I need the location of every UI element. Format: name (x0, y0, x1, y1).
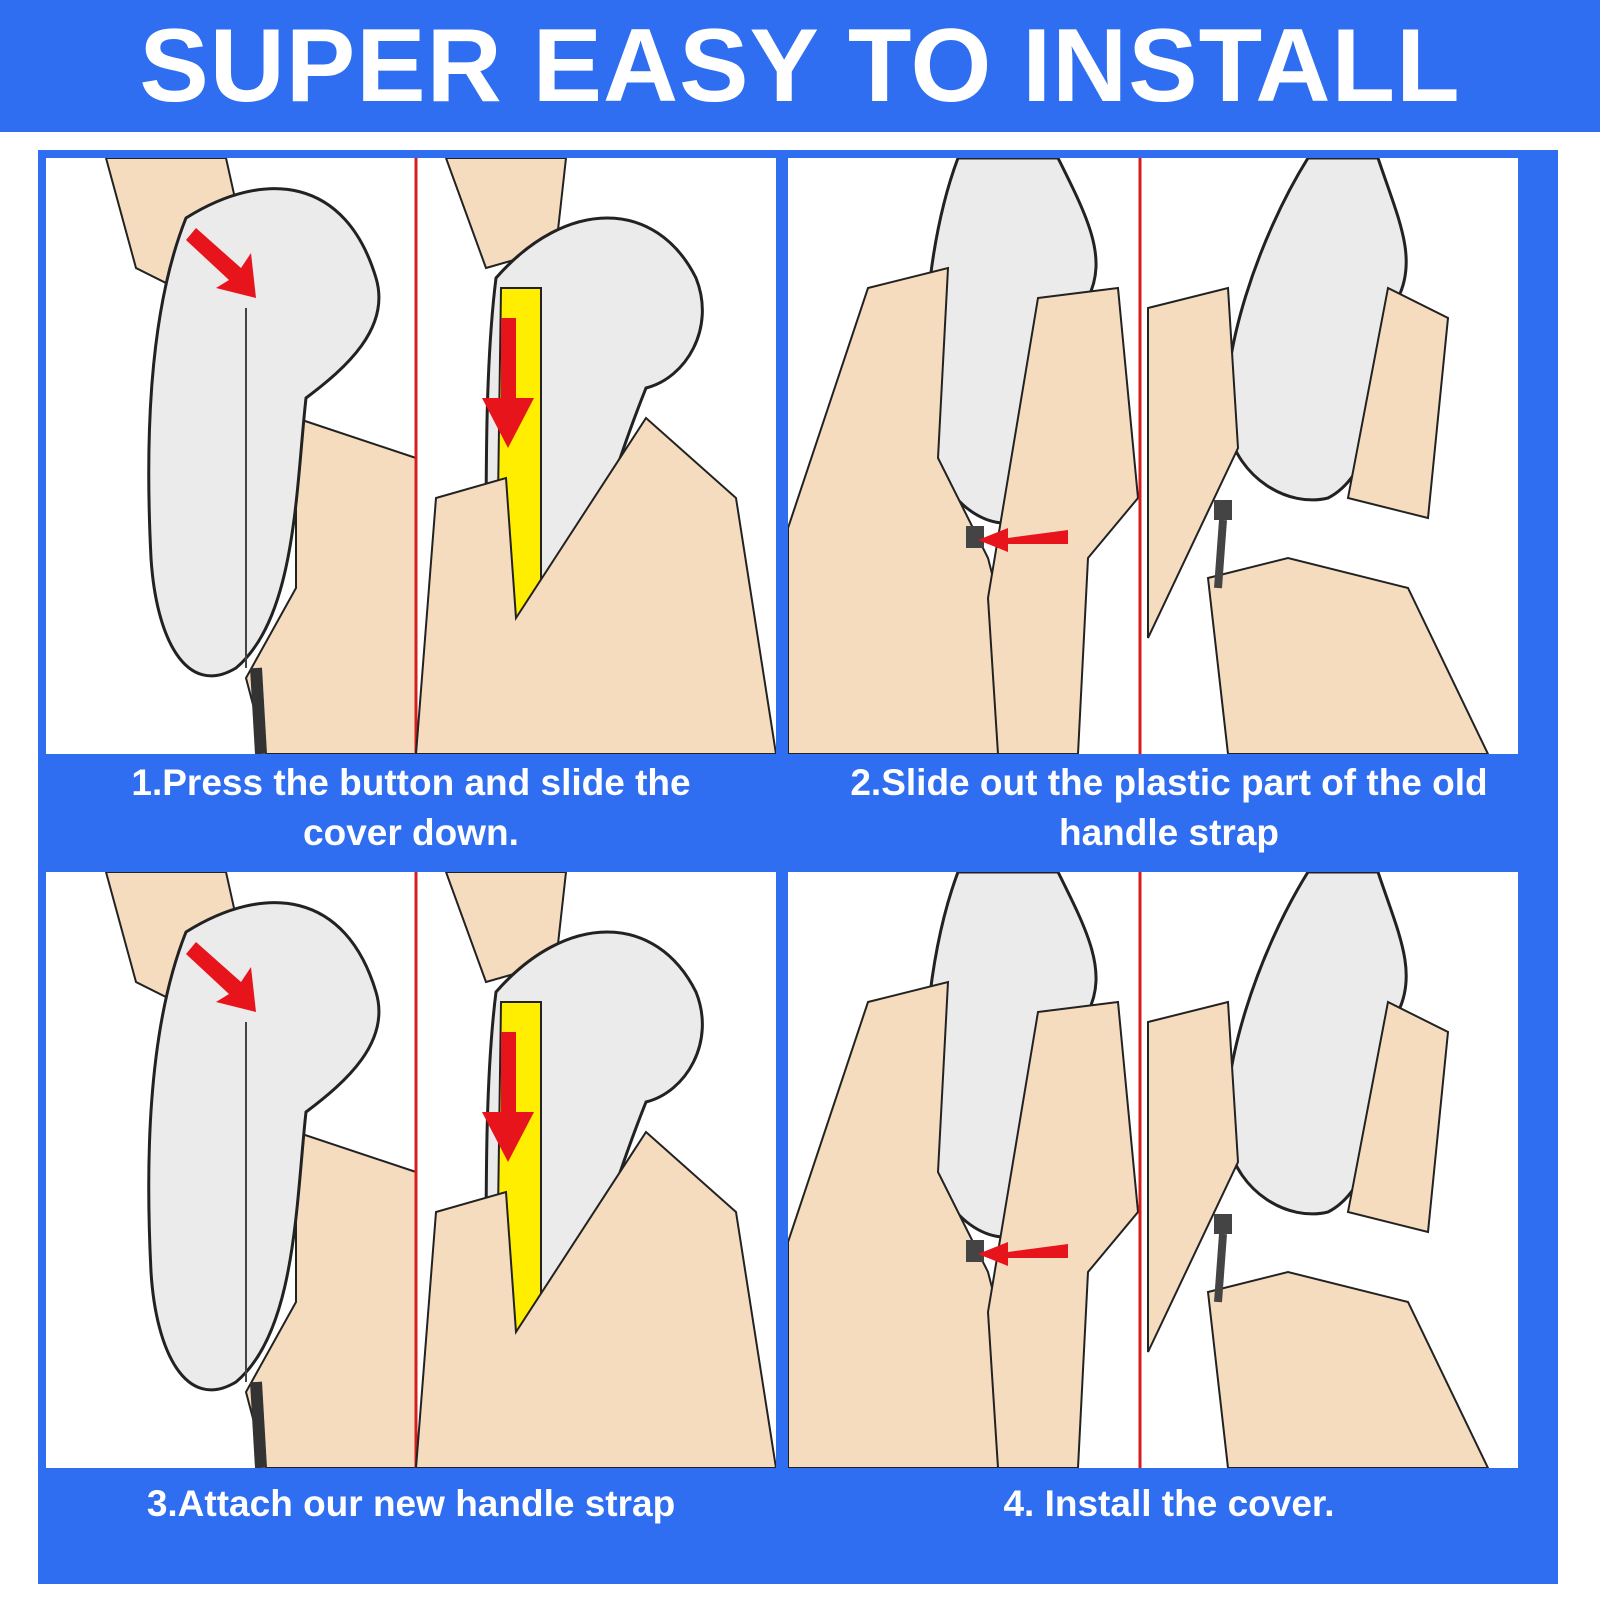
headline-banner: SUPER EASY TO INSTALL (0, 0, 1600, 132)
red-arrow-left-icon (978, 1242, 1068, 1266)
hand-illustration (1147, 1000, 1240, 1353)
strap-connector (1214, 1214, 1232, 1234)
hand-illustration (788, 980, 1040, 1468)
hand-illustration (1346, 1000, 1450, 1234)
strap-connector (966, 526, 984, 548)
strap-cord (1214, 519, 1227, 589)
strap-connector (1214, 500, 1232, 520)
hand-illustration (1346, 286, 1450, 520)
hand-illustration (1147, 286, 1240, 639)
controller-illustration (147, 901, 381, 1392)
hand-illustration (414, 1130, 776, 1468)
strap-cord (1214, 1233, 1227, 1303)
red-arrow-down-icon (482, 318, 534, 448)
step-3-caption: 3.Attach our new handle strap (146, 1483, 676, 1524)
step-2-panel: 2.Slide out the plastic part of the old … (780, 150, 1558, 870)
red-arrow-down-icon (482, 1032, 534, 1162)
page-title: SUPER EASY TO INSTALL (139, 8, 1461, 124)
step-4-caption: 4. Install the cover. (1003, 1483, 1335, 1524)
step-3-panel: 3.Attach our new handle strap (38, 870, 784, 1584)
step-2-caption: 2.Slide out the plastic part of the old … (850, 762, 1488, 853)
hand-illustration (1206, 1270, 1490, 1468)
hand-illustration (1206, 556, 1490, 754)
controller-illustration (147, 187, 381, 678)
step-1-caption: 1.Press the button and slide the cover d… (131, 762, 691, 853)
red-arrow-down-icon (186, 942, 256, 1012)
step-1-panel: 1.Press the button and slide the cover d… (38, 150, 784, 870)
step-3-illustration (46, 872, 776, 1468)
steps-grid: 1.Press the button and slide the cover d… (38, 150, 1558, 1584)
controller-illustration (1224, 872, 1408, 1216)
step-4-illustration (788, 872, 1518, 1468)
hand-illustration (788, 266, 1040, 754)
hand-illustration (414, 416, 776, 754)
hand-illustration (986, 286, 1140, 754)
strap-connector (966, 1240, 984, 1262)
hand-illustration (986, 1000, 1140, 1468)
step-2-illustration (788, 158, 1518, 754)
strap-cord (250, 667, 267, 754)
step-1-illustration (46, 158, 776, 754)
step-4-panel: 4. Install the cover. (780, 870, 1558, 1584)
strap-cord (250, 1381, 267, 1468)
controller-illustration (1224, 158, 1408, 502)
red-arrow-left-icon (978, 528, 1068, 552)
red-arrow-down-icon (186, 228, 256, 298)
